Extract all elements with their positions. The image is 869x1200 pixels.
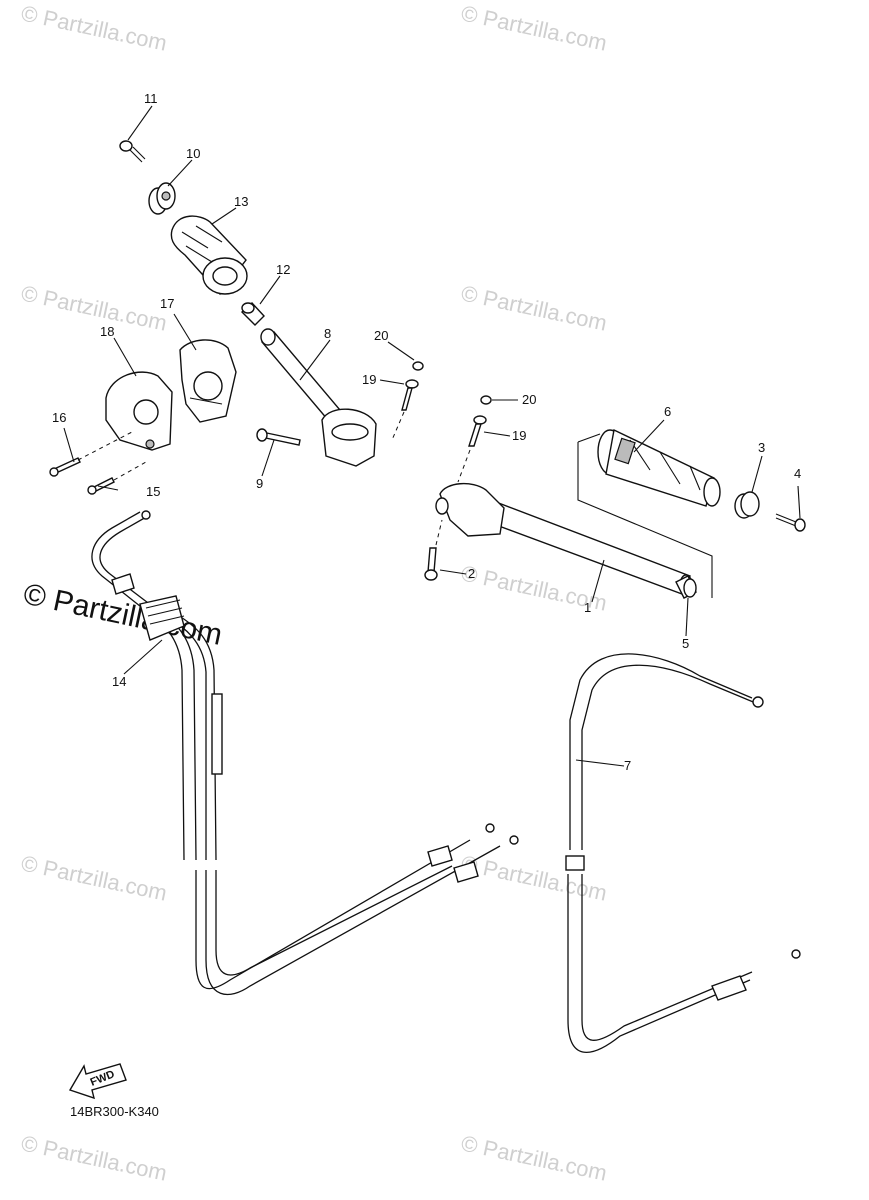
watermark: © Partzilla.com [19, 1130, 169, 1185]
part-20-cap [480, 395, 492, 405]
diagram-code: 14BR300-K340 [70, 1104, 159, 1119]
callout-8: 8 [324, 326, 331, 341]
callout-17: 17 [160, 296, 174, 311]
callout-18: 18 [100, 324, 114, 339]
callout-11: 11 [144, 91, 158, 106]
watermark: © Partzilla.com [459, 1130, 609, 1185]
watermark: © Partzilla.com [19, 0, 169, 55]
callout-16: 16 [52, 410, 66, 425]
callout-3: 3 [758, 440, 765, 455]
callout-12: 12 [276, 262, 290, 277]
part-9-bolt [256, 428, 301, 446]
part-7-clutch-cable [565, 653, 801, 1053]
callout-1: 1 [584, 600, 591, 615]
watermark-layer: © Partzilla.com © Partzilla.com © Partzi… [19, 0, 609, 1185]
callout-labels: 11 10 13 12 8 17 18 16 15 9 20 19 20 19 … [52, 91, 801, 773]
callout-5: 5 [682, 636, 689, 651]
callout-10: 10 [186, 146, 200, 161]
part-15-screw [87, 477, 115, 495]
part-11-bolt [119, 140, 146, 163]
watermark: © Partzilla.com [19, 280, 169, 335]
part-6-grip [597, 428, 721, 507]
callout-9: 9 [256, 476, 263, 491]
assembly-bracket [577, 442, 713, 598]
part-18-switch-housing [105, 371, 173, 451]
callout-20-right: 20 [374, 328, 388, 343]
part-8-handlebar [260, 328, 377, 467]
part-19-bolt [468, 415, 487, 447]
assembly-dash [435, 519, 443, 546]
part-3-end-weight [734, 491, 760, 519]
watermark: © Partzilla.com [19, 850, 169, 905]
part-19-bolt [401, 379, 419, 411]
part-20-cap [412, 361, 424, 371]
watermark: © Partzilla.com [459, 0, 609, 55]
watermark: © Partzilla.com [459, 280, 609, 335]
assembly-dash [391, 411, 405, 441]
callout-6: 6 [664, 404, 671, 419]
callout-7: 7 [624, 758, 631, 773]
part-17-switch-housing [179, 339, 237, 423]
leader-lines [63, 105, 801, 767]
part-16-screw [49, 457, 81, 477]
part-13-throttle-grip [170, 215, 248, 296]
callout-4: 4 [794, 466, 801, 481]
callout-14: 14 [112, 674, 126, 689]
callout-15: 15 [146, 484, 160, 499]
watermark: © Partzilla.com [459, 850, 609, 905]
part-12-collar [240, 302, 265, 326]
part-2-bolt [424, 547, 438, 581]
callout-20-left: 20 [522, 392, 536, 407]
part-4-screw [775, 513, 806, 532]
callout-19-left: 19 [512, 428, 526, 443]
part-14-throttle-cable [91, 510, 519, 996]
callout-2: 2 [468, 566, 475, 581]
callout-19-right: 19 [362, 372, 376, 387]
fwd-arrow: FWD [68, 1063, 127, 1100]
assembly-bracket [577, 433, 601, 443]
assembly-dash [457, 449, 471, 483]
callout-13: 13 [234, 194, 248, 209]
part-10-end-weight [148, 182, 176, 215]
part-5-collar [675, 575, 697, 599]
assembly-dash [77, 431, 147, 481]
